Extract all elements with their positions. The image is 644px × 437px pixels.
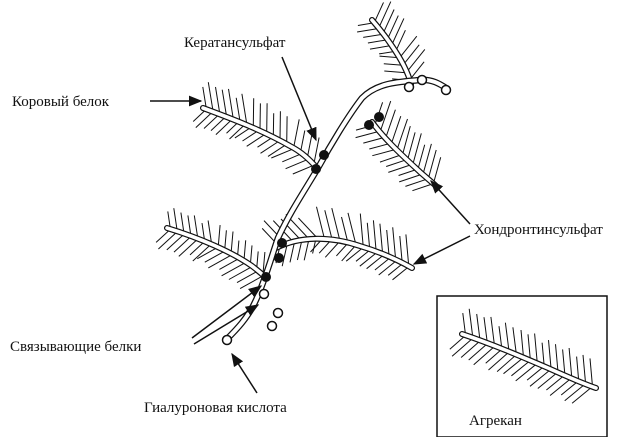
label-keratan-sulfate: Кератансульфат	[184, 35, 286, 51]
arrow-chondroitin-lower	[414, 236, 470, 264]
label-hyaluronic-acid: Гиалуроновая кислота	[144, 400, 287, 416]
arrow-hyaluronic	[232, 354, 257, 393]
label-aggrecan: Агрекан	[469, 413, 522, 429]
label-core-protein: Коровый белок	[12, 94, 110, 110]
label-link-proteins: Связывающие белки	[10, 339, 141, 355]
hyaluronic-acid-strand	[226, 80, 446, 340]
label-chondroitin-sulfate: Хондронтинсульфат	[474, 222, 603, 238]
aggrecan-inset-box	[437, 296, 607, 437]
label-arrows	[150, 57, 470, 393]
chondroitin-sulfate-chains	[156, 2, 592, 404]
arrow-chondroitin-upper	[431, 181, 470, 224]
